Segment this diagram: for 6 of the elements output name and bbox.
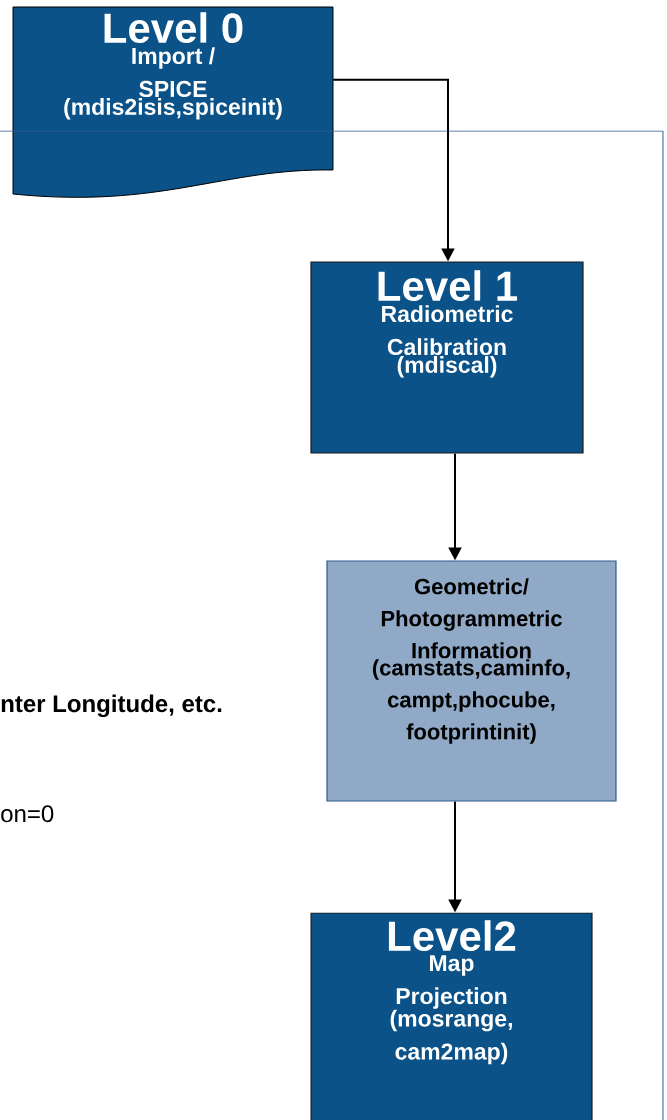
process-box: Geometric/ Photogrammetric Information (camstats,caminfo, campt,phocube, footprintinit) bbox=[326, 560, 617, 802]
process-box: Level 1 Radiometric Calibration (mdiscal) bbox=[310, 261, 584, 454]
document-box: Level 0 Import / SPICE (mdis2isis,spiceinit) bbox=[12, 6, 334, 198]
note-text: on=0 bbox=[1, 805, 54, 823]
note-text: nter Longitude, etc. bbox=[1, 694, 222, 718]
process-box: Level2 Map Projection (mosrange, cam2map) bbox=[310, 912, 593, 1120]
